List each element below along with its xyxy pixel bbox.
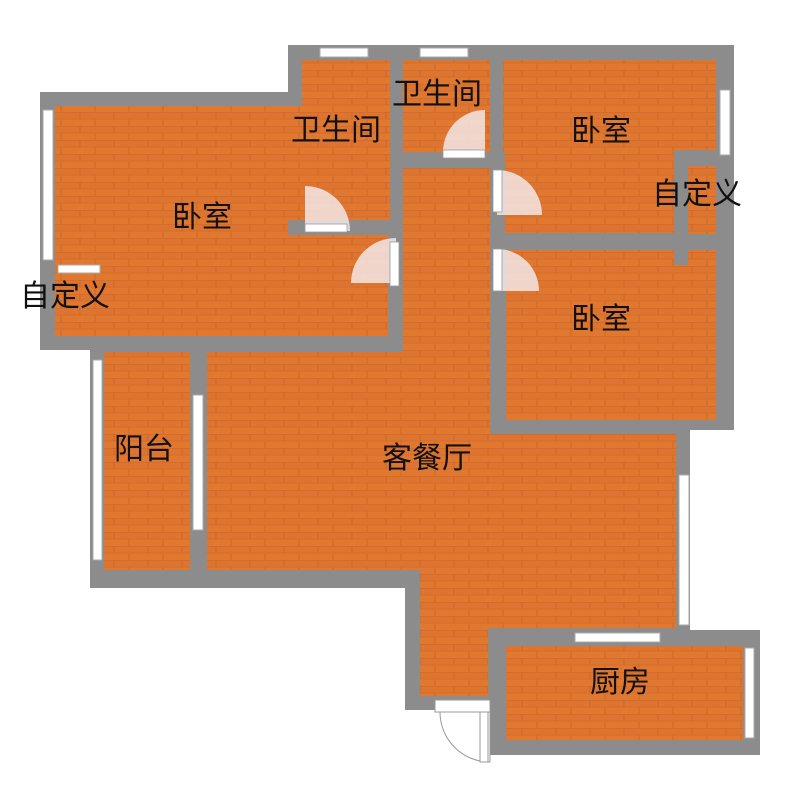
doors	[304, 110, 542, 763]
floor-custom-right	[688, 166, 716, 234]
window-bath-left	[319, 47, 369, 58]
room-label-custom-left: 自定义	[20, 279, 110, 314]
room-label-kitchen: 厨房	[590, 665, 650, 700]
door-bath-top	[443, 110, 485, 152]
room-label-bathroom-left: 卫生间	[291, 113, 381, 148]
windows	[42, 47, 755, 739]
window-left-bedroom	[42, 109, 54, 261]
window-balcony-inner	[192, 394, 204, 531]
window-kitchen-top	[574, 632, 661, 643]
floor-kitchen	[503, 646, 743, 740]
door-bedroom-left	[351, 238, 396, 283]
floor-balcony	[104, 352, 190, 572]
room-label-bedroom-top-right: 卧室	[571, 114, 631, 149]
room-label-custom-right: 自定义	[652, 177, 742, 212]
window-living-right	[678, 474, 690, 626]
window-balcony	[92, 359, 103, 561]
door-bedroom-top-right	[497, 170, 542, 215]
room-label-bathroom-top: 卫生间	[392, 77, 482, 112]
door-bedroom-mid-right	[497, 249, 539, 291]
window-bath-top	[419, 47, 469, 58]
window-custom-left	[57, 264, 101, 274]
room-label-living-dining: 客餐厅	[382, 441, 472, 476]
floor-living-4	[420, 560, 488, 696]
floor-bedroom-mid-right	[506, 250, 716, 420]
room-label-bedroom-mid-right: 卧室	[571, 302, 631, 337]
door-bath-left	[305, 186, 350, 231]
floor-custom-left	[55, 276, 97, 336]
room-label-balcony: 阳台	[114, 432, 174, 467]
room-label-bedroom-left: 卧室	[172, 200, 232, 235]
window-right-top	[719, 89, 731, 156]
window-kitchen-right	[744, 647, 755, 739]
